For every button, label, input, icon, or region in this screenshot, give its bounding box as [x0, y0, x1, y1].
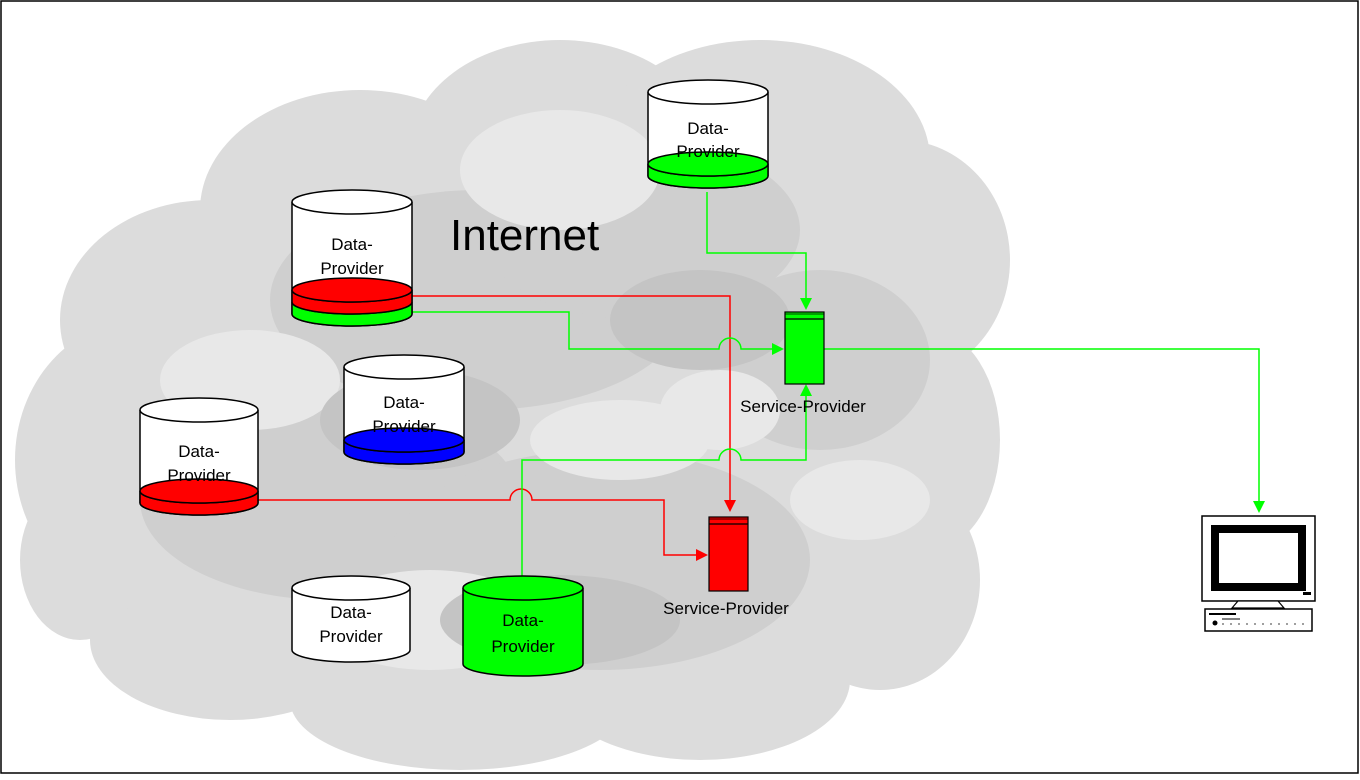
- data-provider-label: Provider: [319, 627, 383, 646]
- data-provider-upper-left: Data- Provider: [291, 189, 413, 327]
- connection-dp-top-to-sp-green: [706, 192, 812, 310]
- data-provider-middle: Data- Provider: [343, 354, 465, 465]
- data-provider-label: Provider: [372, 417, 436, 436]
- data-provider-left: Data- Provider: [139, 397, 259, 516]
- internet-cloud: [15, 40, 1010, 770]
- data-provider-label: Data-: [178, 442, 220, 461]
- service-provider-red: Service-Provider: [663, 516, 789, 618]
- data-provider-label: Data-: [383, 393, 425, 412]
- data-provider-label: Data-: [331, 235, 373, 254]
- data-provider-label: Provider: [167, 466, 231, 485]
- data-provider-label: Data-: [330, 603, 372, 622]
- connection-dp-upper-left-to-sp-red: [412, 295, 736, 512]
- connection-dp-bottom-green-to-sp-green: [521, 384, 812, 578]
- connection-sp-green-to-client: [824, 348, 1265, 513]
- internet-title: Internet: [450, 211, 599, 260]
- connection-dp-left-to-sp-red: [258, 488, 708, 561]
- service-provider-label: Service-Provider: [663, 599, 789, 618]
- service-provider-green: Service-Provider: [740, 311, 866, 416]
- connection-dp-upper-left-to-sp-green: [412, 311, 784, 355]
- desktop-computer-icon: [1201, 515, 1316, 632]
- data-provider-label: Provider: [491, 637, 555, 656]
- data-provider-label: Data-: [502, 611, 544, 630]
- data-provider-bottom-white: Data- Provider: [291, 575, 411, 663]
- data-provider-bottom-green: Data- Provider: [462, 575, 584, 677]
- data-provider-label: Data-: [687, 119, 729, 138]
- data-provider-label: Provider: [320, 259, 384, 278]
- data-provider-label: Provider: [676, 142, 740, 161]
- service-provider-label: Service-Provider: [740, 397, 866, 416]
- connections: [258, 192, 1265, 578]
- data-provider-top: Data- Provider: [647, 79, 769, 189]
